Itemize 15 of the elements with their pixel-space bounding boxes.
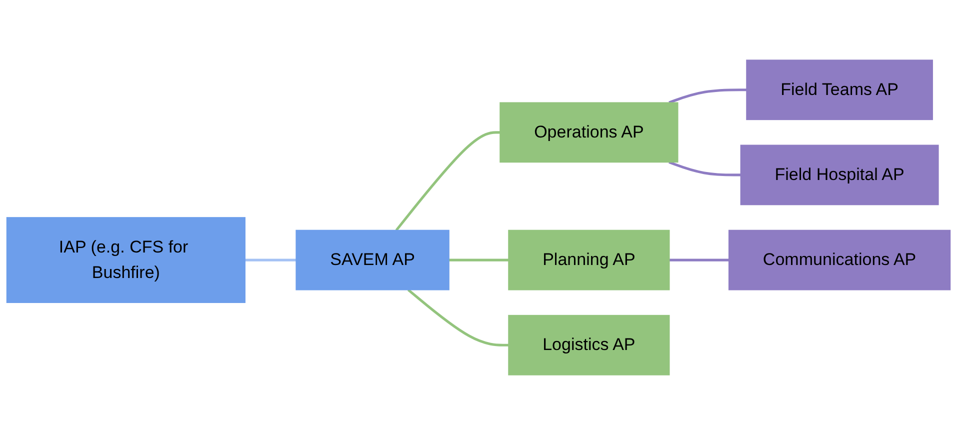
node-box: SAVEM AP (296, 230, 450, 290)
node-box: Communications AP (728, 230, 951, 290)
node-box: Field Hospital AP (740, 144, 939, 206)
connector (245, 258, 296, 262)
node-box: Planning AP (508, 230, 670, 290)
connector (448, 258, 509, 262)
node-box: Operations AP (500, 102, 678, 163)
connector (395, 131, 500, 232)
connector (668, 161, 741, 176)
node-box: Logistics AP (508, 314, 670, 376)
node-box: IAP (e.g. CFS for Bushfire) (6, 217, 246, 304)
node-box: Field Teams AP (746, 60, 933, 120)
connector (669, 258, 729, 262)
connector (668, 88, 747, 104)
connector (407, 288, 509, 346)
